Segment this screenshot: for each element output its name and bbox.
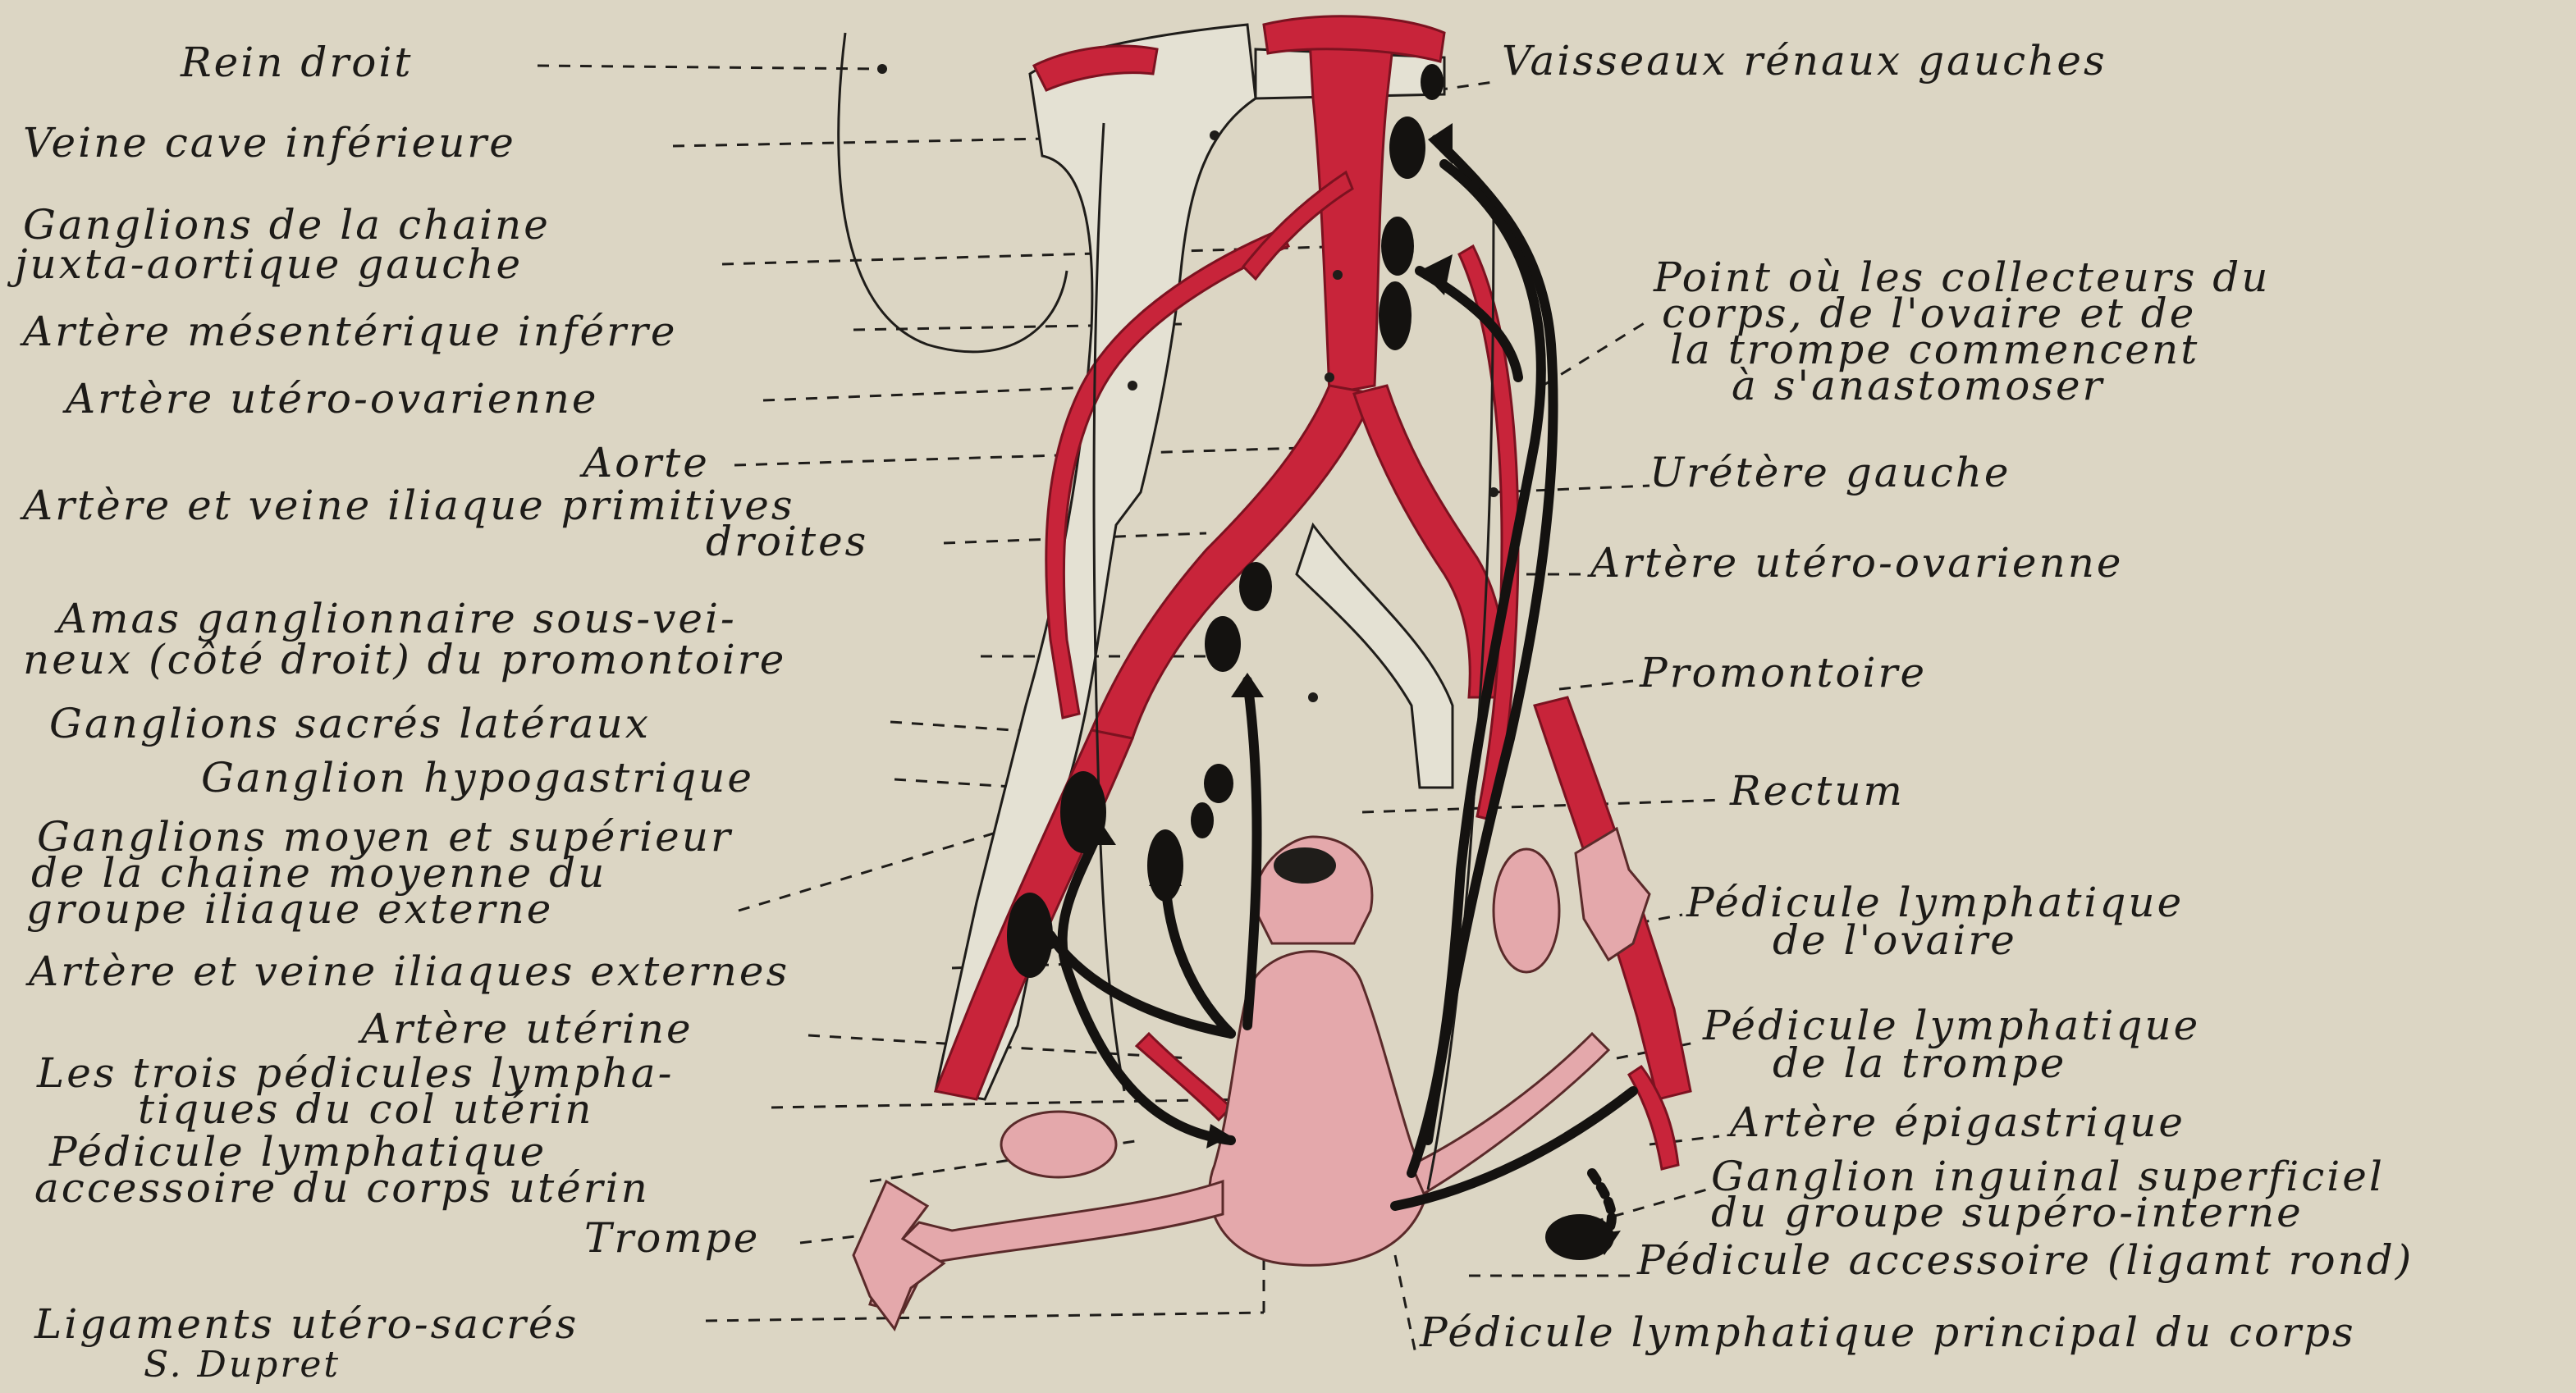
leader-ligaments — [706, 1313, 1264, 1321]
label-inguinal-2: du groupe supéro-interne — [1711, 1193, 2304, 1232]
label-iliaque-prim-1: Artère et veine iliaque primitives — [23, 486, 795, 525]
lymph-right-4 — [1247, 681, 1257, 1025]
dot-mesenterique — [1333, 270, 1343, 280]
label-trompe: Trompe — [584, 1218, 760, 1258]
uterus — [1210, 952, 1428, 1266]
node-juxta-2 — [1381, 217, 1414, 276]
label-uretere-gauche: Urétère gauche — [1649, 453, 2011, 492]
node-juxta-1 — [1389, 116, 1425, 179]
label-epigastrique: Artère épigastrique — [1730, 1103, 2185, 1142]
label-ped-accessoire: Pédicule accessoire (ligamt rond) — [1637, 1240, 2414, 1280]
label-iliaque-prim-2: droites — [706, 522, 868, 561]
label-ganglions-juxta-1: Ganglions de la chaine — [23, 205, 551, 244]
pavillon-trompe-droite — [853, 1181, 944, 1329]
ovaire-droit — [1001, 1112, 1116, 1177]
dot-uretere — [1489, 487, 1498, 497]
label-veine-cave: Veine cave inférieure — [23, 123, 516, 162]
label-aorte: Aorte — [583, 443, 710, 482]
node-promontoire-1 — [1239, 562, 1272, 611]
node-iliaque-moyen — [1060, 771, 1106, 853]
signature: S. Dupret — [144, 1345, 341, 1385]
label-trois-2: tiques du col utérin — [138, 1089, 594, 1129]
leader-ped-principal — [1395, 1255, 1416, 1354]
label-utero-ovarienne-droite: Artère utéro-ovarienne — [66, 379, 599, 418]
label-iliaques-ext: Artère et veine iliaques externes — [29, 952, 789, 991]
veine-iliaque-gauche — [1297, 525, 1453, 788]
dot-promontoire — [1308, 692, 1318, 702]
node-renal — [1421, 64, 1444, 100]
arrow-6 — [1231, 673, 1264, 697]
node-sacre — [1204, 764, 1233, 803]
node-juxta-3 — [1379, 281, 1412, 350]
node-sacre-2 — [1191, 802, 1214, 838]
leader-aorte — [734, 447, 1329, 465]
label-hypogastrique: Ganglion hypogastrique — [201, 758, 754, 797]
ovaire-gauche — [1494, 849, 1559, 972]
leader-point — [1543, 320, 1649, 386]
label-moyen-3: groupe iliaque externe — [26, 889, 553, 929]
label-rectum: Rectum — [1730, 771, 1905, 811]
label-utero-ovarienne-gauche: Artère utéro-ovarienne — [1590, 543, 2124, 582]
label-sacres: Ganglions sacrés latéraux — [49, 704, 651, 743]
label-ped-ovaire-2: de l'ovaire — [1773, 920, 2017, 960]
label-promontoire: Promontoire — [1640, 653, 1927, 692]
label-ganglions-juxta-2: juxta-aortique gauche — [15, 244, 523, 284]
label-mesenterique: Artère mésentérique inférre — [23, 312, 677, 351]
label-ped-principal: Pédicule lymphatique principal du corps — [1420, 1313, 2356, 1352]
leader-promontoire — [1559, 681, 1633, 689]
label-amas-1: Amas ganglionnaire sous-vei- — [57, 599, 737, 638]
label-rein-droit: Rein droit — [181, 43, 413, 82]
label-ped-trompe-2: de la trompe — [1773, 1044, 2066, 1083]
leader-rectum — [1362, 800, 1723, 812]
label-uterine: Artère utérine — [361, 1009, 693, 1048]
node-hypogastrique — [1147, 829, 1183, 902]
node-iliaque-sup — [1007, 893, 1053, 978]
trompe-droite — [870, 1181, 1223, 1313]
leader-trois — [771, 1099, 1247, 1108]
arrow-1 — [1428, 123, 1453, 164]
leader-moyen — [739, 829, 1009, 911]
dot-utero — [1128, 381, 1137, 390]
label-accessoire-2: accessoire du corps utérin — [34, 1168, 650, 1208]
label-amas-2: neux (côté droit) du promontoire — [23, 640, 786, 679]
leader-rein-droit — [538, 66, 882, 69]
label-vaisseaux-renaux: Vaisseaux rénaux gauches — [1502, 41, 2107, 80]
label-ligaments: Ligaments utéro-sacrés — [34, 1304, 579, 1344]
dot-rein — [877, 64, 887, 74]
node-promontoire-2 — [1205, 616, 1241, 672]
dot-aorte — [1325, 372, 1334, 382]
rectum-lumen — [1274, 847, 1336, 884]
dot-veine-cave — [1210, 130, 1219, 140]
node-inguinal — [1545, 1214, 1614, 1260]
label-point-4: à s'anastomoser — [1732, 366, 2104, 405]
